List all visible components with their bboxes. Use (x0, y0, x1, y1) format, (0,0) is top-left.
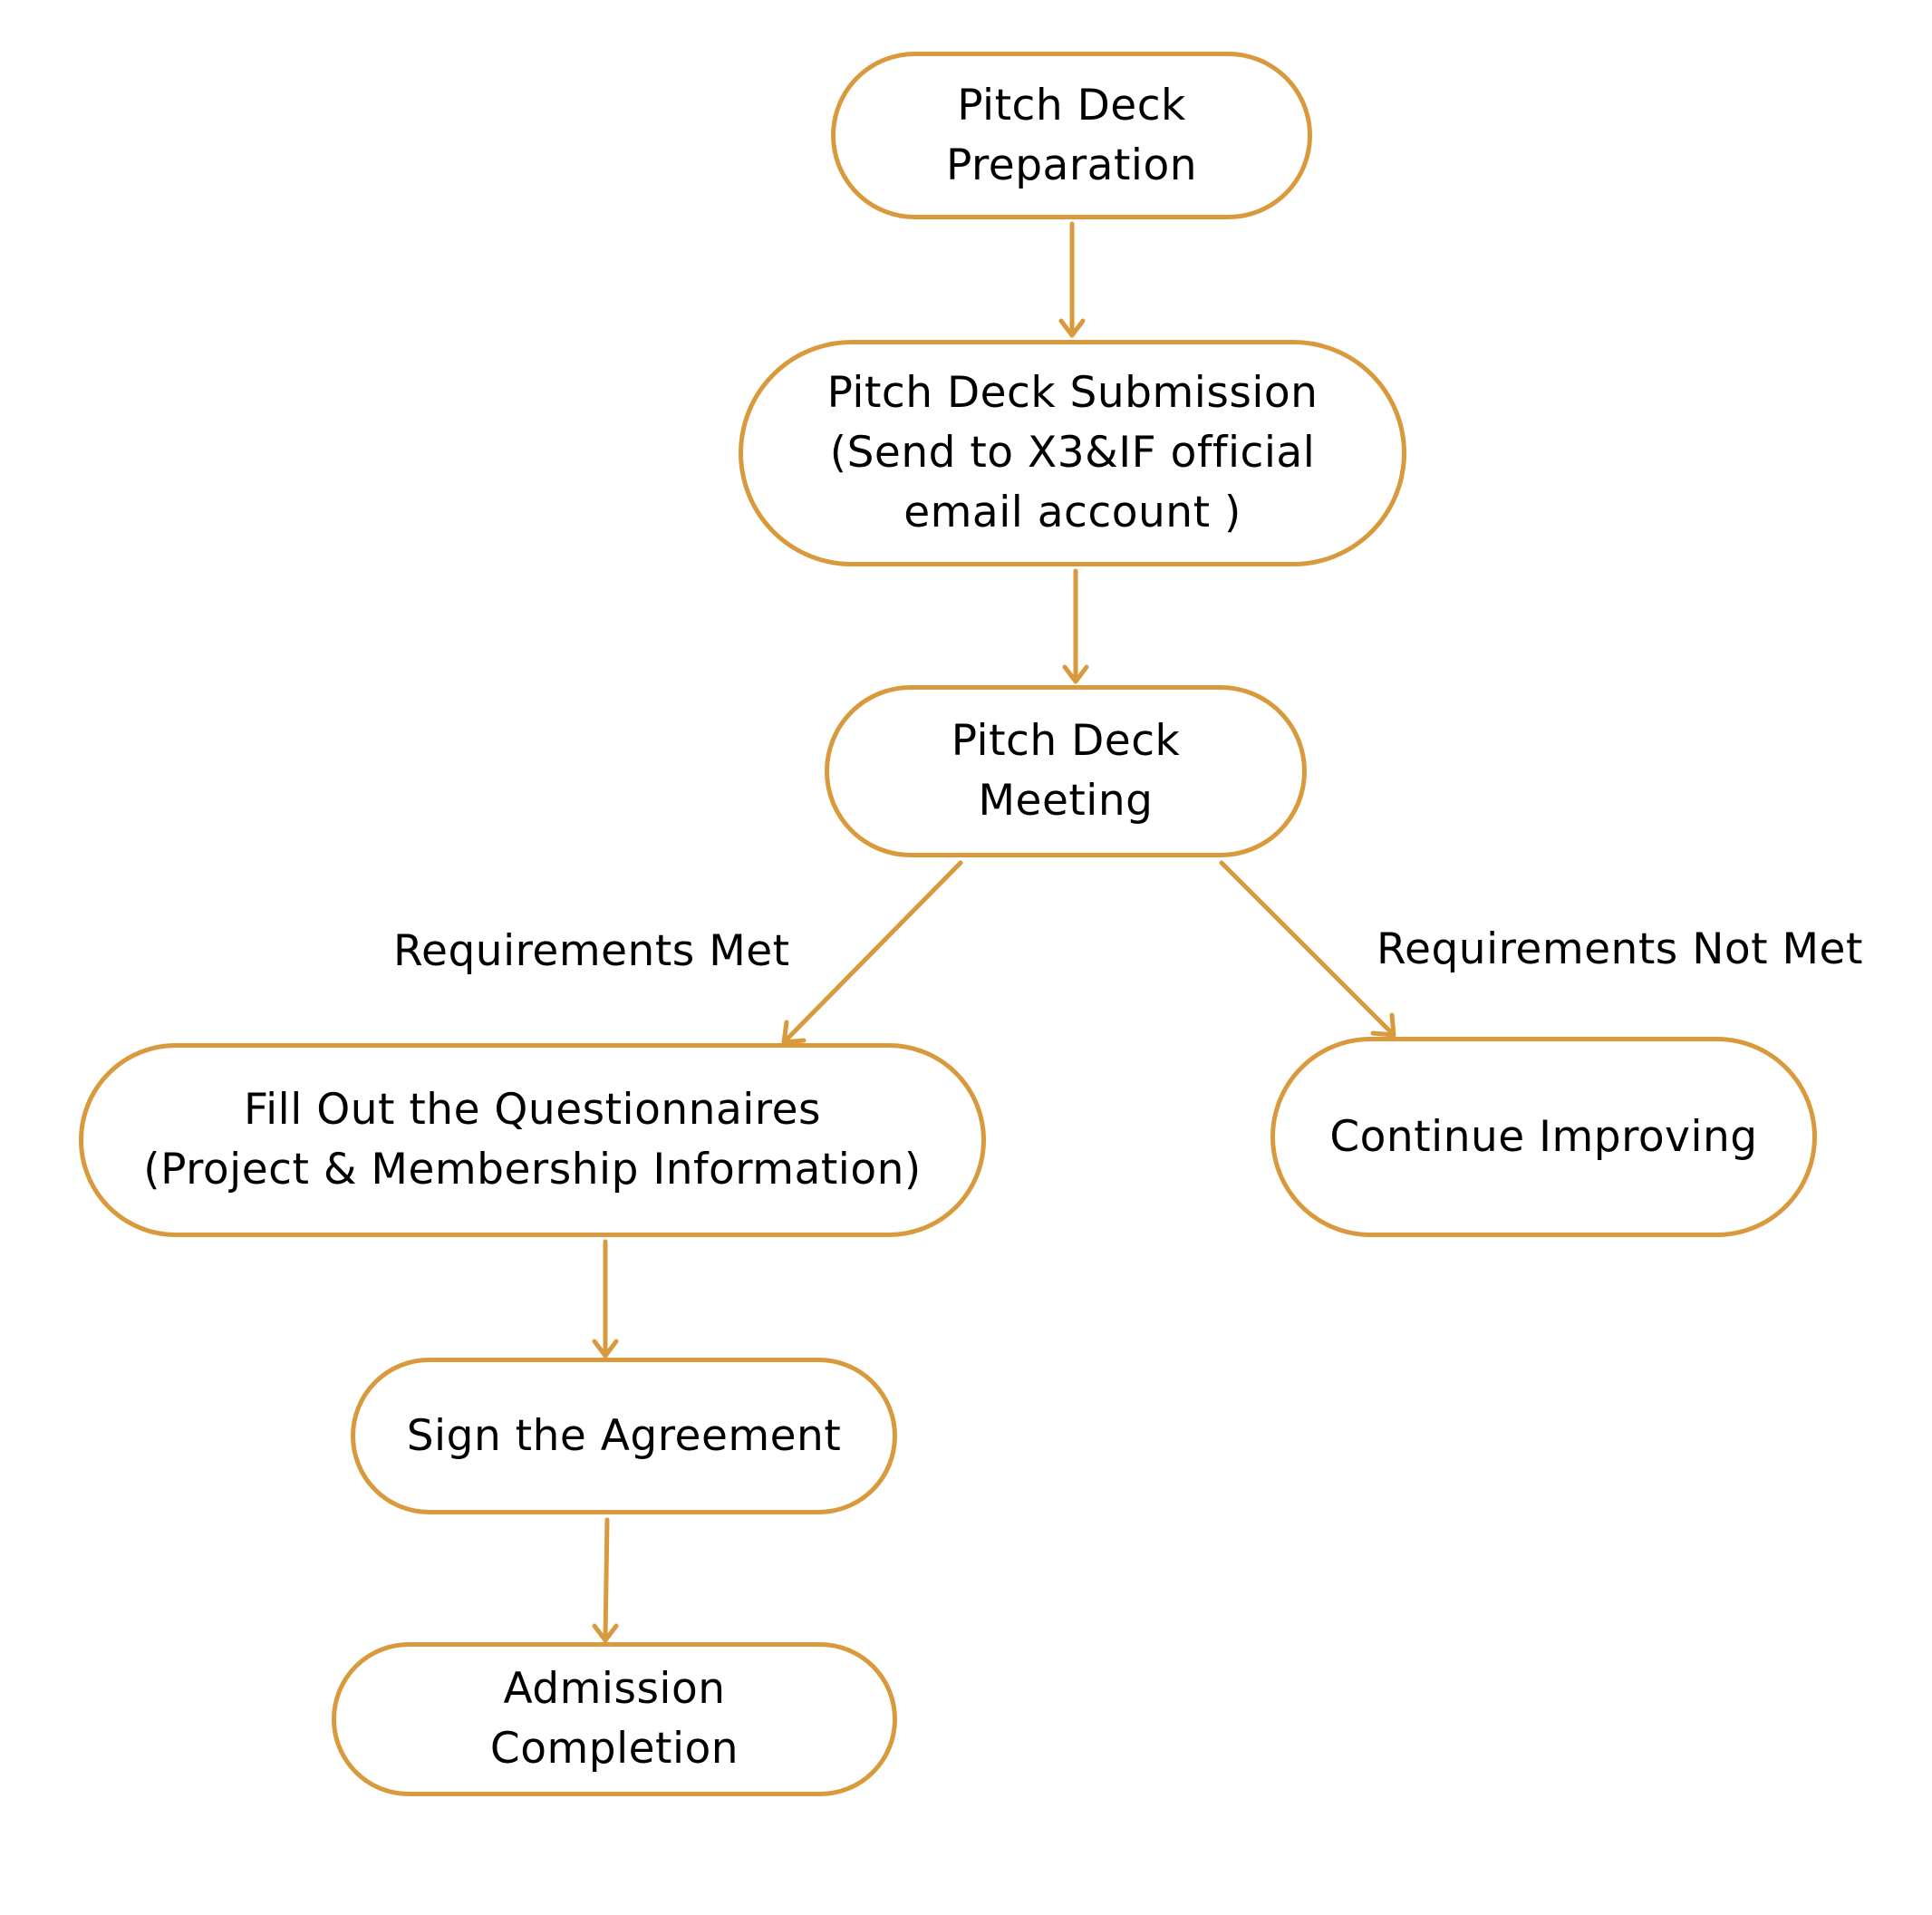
node-questionnaires-line-1: Fill Out the Questionnaires (243, 1085, 821, 1135)
arrowhead-agreement (592, 1339, 619, 1359)
label-requirements-not-met: Requirements Not Met (1377, 924, 1863, 974)
arrowhead-continue (1370, 1012, 1396, 1038)
node-pitch-deck-preparation: Pitch Deck Preparation (831, 52, 1312, 219)
arrowhead-submission (1058, 318, 1086, 338)
node-submission-line-3: email account ) (903, 488, 1241, 537)
arrowhead-meeting (1062, 664, 1089, 684)
node-pitch-deck-submission: Pitch Deck Submission (Send to X3&IF off… (739, 340, 1406, 566)
node-agreement-line-1: Sign the Agreement (406, 1410, 842, 1461)
arrow-meeting-to-continue (1219, 860, 1395, 1036)
node-completion-line-2: Completion (489, 1724, 739, 1774)
node-admission-completion: Admission Completion (332, 1642, 897, 1796)
node-continue-line-1: Continue Improving (1329, 1111, 1758, 1162)
node-fill-out-questionnaires: Fill Out the Questionnaires (Project & M… (79, 1043, 986, 1237)
label-requirements-met: Requirements Met (393, 926, 790, 976)
node-submission-line-2: (Send to X3&IF official (829, 428, 1316, 478)
node-meeting-line-2: Meeting (978, 776, 1154, 826)
node-preparation-line-2: Preparation (945, 140, 1197, 190)
arrow-meeting-to-questionnaires (783, 860, 963, 1043)
arrowhead-completion (592, 1623, 619, 1643)
node-submission-line-1: Pitch Deck Submission (826, 368, 1319, 418)
arrow-agreement-to-completion (603, 1517, 610, 1641)
node-completion-line-1: Admission (503, 1664, 726, 1714)
node-pitch-deck-meeting: Pitch Deck Meeting (825, 685, 1307, 857)
node-continue-improving: Continue Improving (1270, 1037, 1817, 1237)
node-preparation-line-1: Pitch Deck (957, 80, 1186, 131)
arrowhead-questionnaires (781, 1020, 807, 1045)
node-sign-agreement: Sign the Agreement (351, 1358, 897, 1514)
node-meeting-line-1: Pitch Deck (951, 716, 1181, 766)
node-questionnaires-line-2: (Project & Membership Information) (143, 1145, 922, 1194)
